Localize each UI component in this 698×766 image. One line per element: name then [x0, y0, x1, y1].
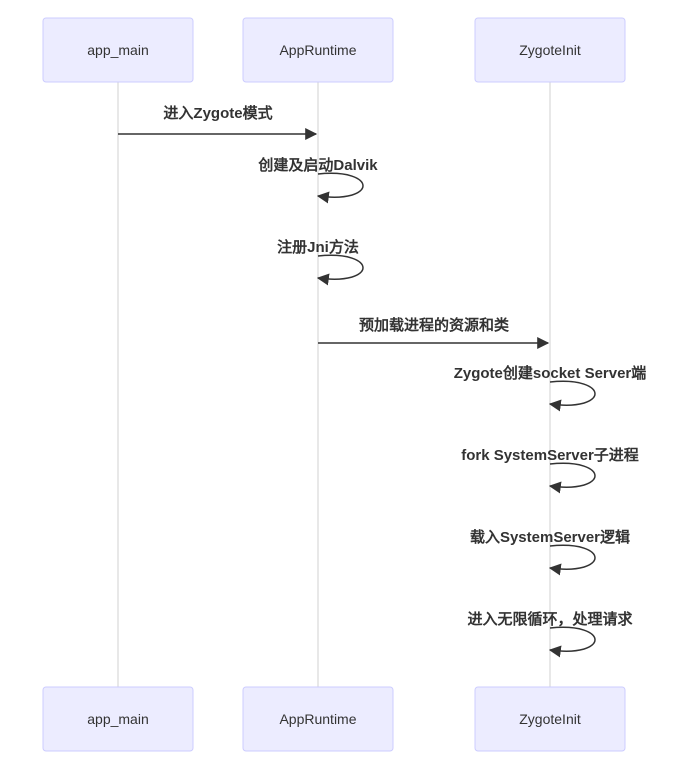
message-label: 载入SystemServer逻辑	[470, 528, 630, 546]
self-message-arrow	[316, 172, 364, 204]
self-message-arrow	[316, 254, 364, 286]
actor-box	[474, 17, 626, 83]
self-message-arrow	[548, 626, 596, 658]
actor-bottom-appruntime: AppRuntime	[242, 686, 394, 752]
self-message-arrow	[548, 462, 596, 494]
actor-bottom-app_main: app_main	[42, 686, 194, 752]
actor-top-appruntime: AppRuntime	[242, 17, 394, 83]
actor-box	[474, 686, 626, 752]
actor-bottom-zygoteinit: ZygoteInit	[474, 686, 626, 752]
self-message-arrow	[548, 380, 596, 412]
actor-label: AppRuntime	[279, 42, 356, 58]
actors: app_mainapp_mainAppRuntimeAppRuntimeZygo…	[42, 17, 626, 752]
message-6: fork SystemServer子进程	[461, 447, 639, 494]
lifelines	[117, 82, 551, 687]
self-message-arrow	[548, 544, 596, 576]
message-1: 进入Zygote模式	[118, 104, 318, 140]
message-label: Zygote创建socket Server端	[454, 364, 647, 382]
message-8: 进入无限循环，处理请求	[467, 610, 633, 658]
message-2: 创建及启动Dalvik	[257, 156, 378, 204]
actor-label: ZygoteInit	[519, 42, 581, 58]
actor-box	[242, 686, 394, 752]
message-3: 注册Jni方法	[277, 238, 364, 286]
message-5: Zygote创建socket Server端	[454, 364, 647, 412]
actor-top-zygoteinit: ZygoteInit	[474, 17, 626, 83]
message-label: 进入无限循环，处理请求	[467, 610, 633, 628]
actor-box	[42, 686, 194, 752]
actor-label: app_main	[87, 711, 149, 727]
actor-label: app_main	[87, 42, 149, 58]
actor-top-app_main: app_main	[42, 17, 194, 83]
message-7: 载入SystemServer逻辑	[470, 528, 630, 576]
message-4: 预加载进程的资源和类	[318, 316, 550, 349]
actor-box	[242, 17, 394, 83]
message-label: 进入Zygote模式	[163, 104, 272, 122]
actor-box	[42, 17, 194, 83]
message-label: 预加载进程的资源和类	[359, 316, 510, 334]
actor-label: ZygoteInit	[519, 711, 581, 727]
message-label: fork SystemServer子进程	[461, 447, 639, 464]
message-label: 注册Jni方法	[277, 238, 359, 256]
actor-label: AppRuntime	[279, 711, 356, 727]
message-label: 创建及启动Dalvik	[257, 156, 378, 174]
